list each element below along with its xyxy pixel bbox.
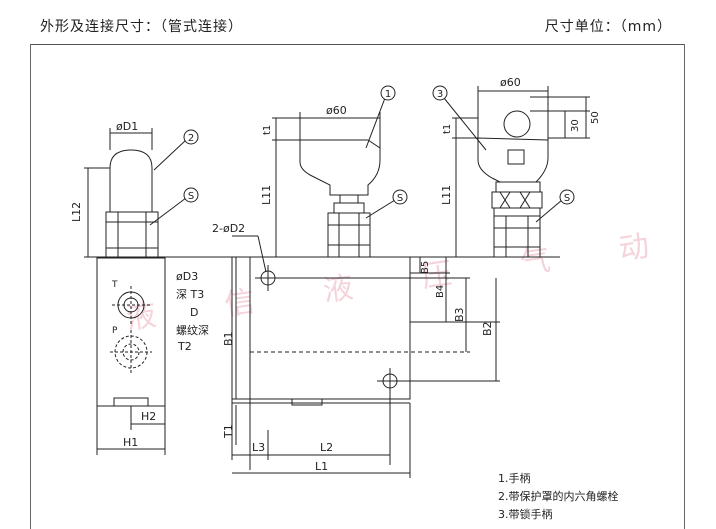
legend-item: 3.带锁手柄: [498, 508, 553, 521]
side-view-callouts: 2 S øD1 L12 T P H2 H1 øD3 深 T3 D 螺纹深 T2: [70, 120, 209, 449]
callout-1: 1: [385, 89, 391, 100]
right-border: [684, 44, 685, 529]
dim-t1-base: T1: [222, 424, 235, 439]
handle-1: [299, 139, 381, 196]
lock-view-labels: 3 S ø60 30 50 t1 L11: [432, 76, 601, 205]
legend-item: 2.带保护罩的内六角螺栓: [498, 490, 619, 503]
legend-item: 1.手柄: [498, 472, 531, 485]
callout-3: 3: [437, 89, 443, 100]
dim-b4: B4: [435, 285, 446, 298]
header-bar: 外形及连接尺寸：（管式连接） 尺寸单位：（mm）: [30, 0, 684, 45]
front-view-labels: 1 S ø60 t1 L11 2-øD2 B5 B4 B3 B2 B1 T1 L…: [212, 85, 494, 473]
callout-2-side: 2: [188, 133, 194, 144]
dim-p: P: [112, 326, 118, 336]
page-title: 外形及连接尺寸：（管式连接）: [40, 19, 243, 35]
dim-l3: L3: [252, 441, 265, 454]
dim-t1-front: t1: [262, 125, 273, 135]
dim-50: 50: [590, 111, 601, 124]
dim-h2: H2: [141, 410, 156, 423]
dim-t: T: [111, 280, 118, 290]
dim-l2: L2: [320, 441, 333, 454]
dim-d3: øD3: [176, 270, 198, 283]
side-nut: [105, 211, 159, 258]
dim-b1: B1: [222, 331, 235, 346]
dim-h1: H1: [123, 436, 138, 449]
dim-l12: L12: [70, 202, 83, 222]
side-view: [84, 128, 187, 455]
rear-nut: [493, 215, 541, 258]
callout-s-side: S: [188, 191, 194, 202]
dim-b5: B5: [420, 261, 431, 274]
unit-label: 尺寸单位：（mm）: [544, 19, 672, 35]
dim-l11-front: L11: [260, 185, 273, 205]
dim-b3: B3: [453, 307, 466, 322]
parts-legend: 1.手柄 2.带保护罩的内六角螺栓 3.带锁手柄: [498, 470, 619, 524]
callout-s-rear: S: [564, 193, 570, 204]
side-cap: [109, 149, 153, 213]
dim-thread: 螺纹深: [176, 323, 209, 337]
dim-t1-rear: t1: [442, 124, 453, 134]
callout-s-front: S: [397, 193, 403, 204]
left-border: [30, 44, 31, 529]
dim-phi60-front: ø60: [326, 104, 347, 117]
front-nut-1: [327, 212, 371, 258]
dim-phi60-rear: ø60: [500, 76, 521, 89]
dim-b2: B2: [481, 321, 494, 336]
watermark-text: 液 信 液 压 气 动: [124, 224, 681, 336]
lock-spring: [491, 191, 543, 209]
dim-d2: 2-øD2: [212, 222, 245, 235]
dim-d1: øD1: [116, 120, 138, 133]
dim-l1: L1: [315, 460, 328, 473]
dim-d: D: [190, 306, 198, 319]
side-notch: [113, 397, 149, 407]
dim-t2: T2: [177, 340, 192, 353]
dim-l11-rear: L11: [440, 185, 453, 205]
dim-t3: 深 T3: [176, 288, 204, 301]
lock-knob: [503, 110, 531, 138]
handle-3: [477, 137, 549, 183]
lock-handle-view: [443, 86, 590, 258]
dim-30: 30: [570, 119, 581, 132]
front-view: [84, 97, 560, 478]
